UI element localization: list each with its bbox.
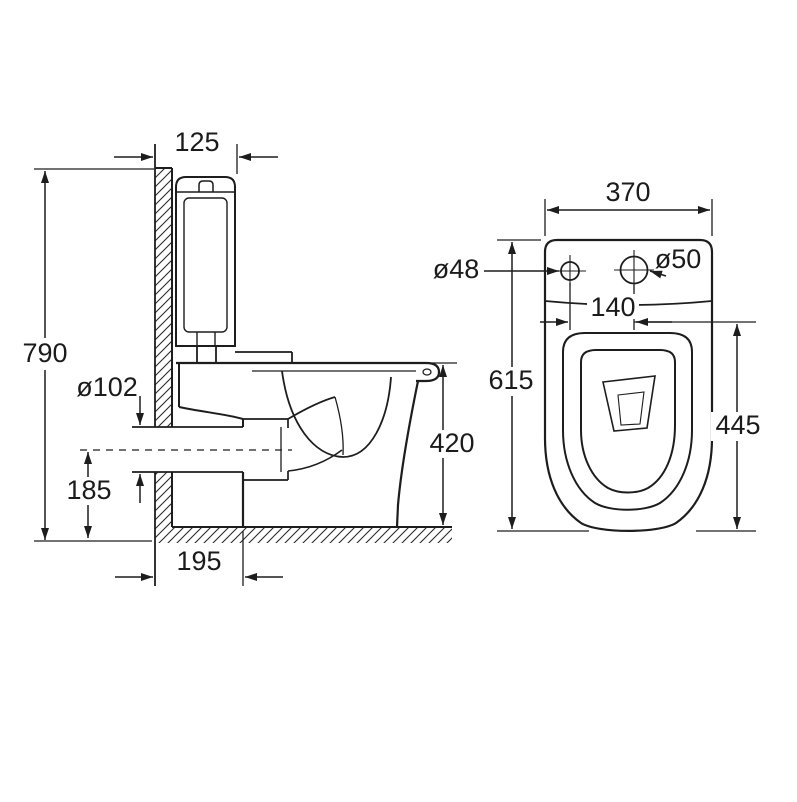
top-view-dimensions [484,199,764,532]
top-view: 370 ø48 ø50 140 615 445 [433,177,764,532]
outlet-pipe [132,418,289,481]
dim-plan-width: 370 [605,177,650,207]
dim-hole-right: ø50 [655,244,702,274]
hole-large [614,250,654,290]
wall-hatch [154,144,452,586]
dim-plan-length: 615 [488,365,533,395]
flush-button-profile [198,180,214,192]
hole-small [554,255,586,287]
dim-outlet-height: 185 [66,475,111,505]
rim-channel-section [422,368,432,376]
cistern-profile [175,176,293,362]
plan-outline [543,238,714,532]
dim-hole-spacing: 140 [590,292,635,322]
drain-funnel [602,375,656,432]
bowl-profile [132,361,441,528]
dim-seat-length: 445 [715,410,760,440]
dim-hole-left: ø48 [433,254,480,284]
dim-cistern-depth: 125 [174,127,219,157]
side-view: 125 790 ø102 185 420 195 [19,127,480,586]
seat-opening [562,332,693,511]
side-view-dimensions [19,144,480,586]
dim-bowl-height: 420 [429,428,474,458]
dim-outlet-offset: 195 [176,546,221,576]
dim-outlet-diameter: ø102 [76,372,138,402]
dim-total-height: 790 [22,338,67,368]
